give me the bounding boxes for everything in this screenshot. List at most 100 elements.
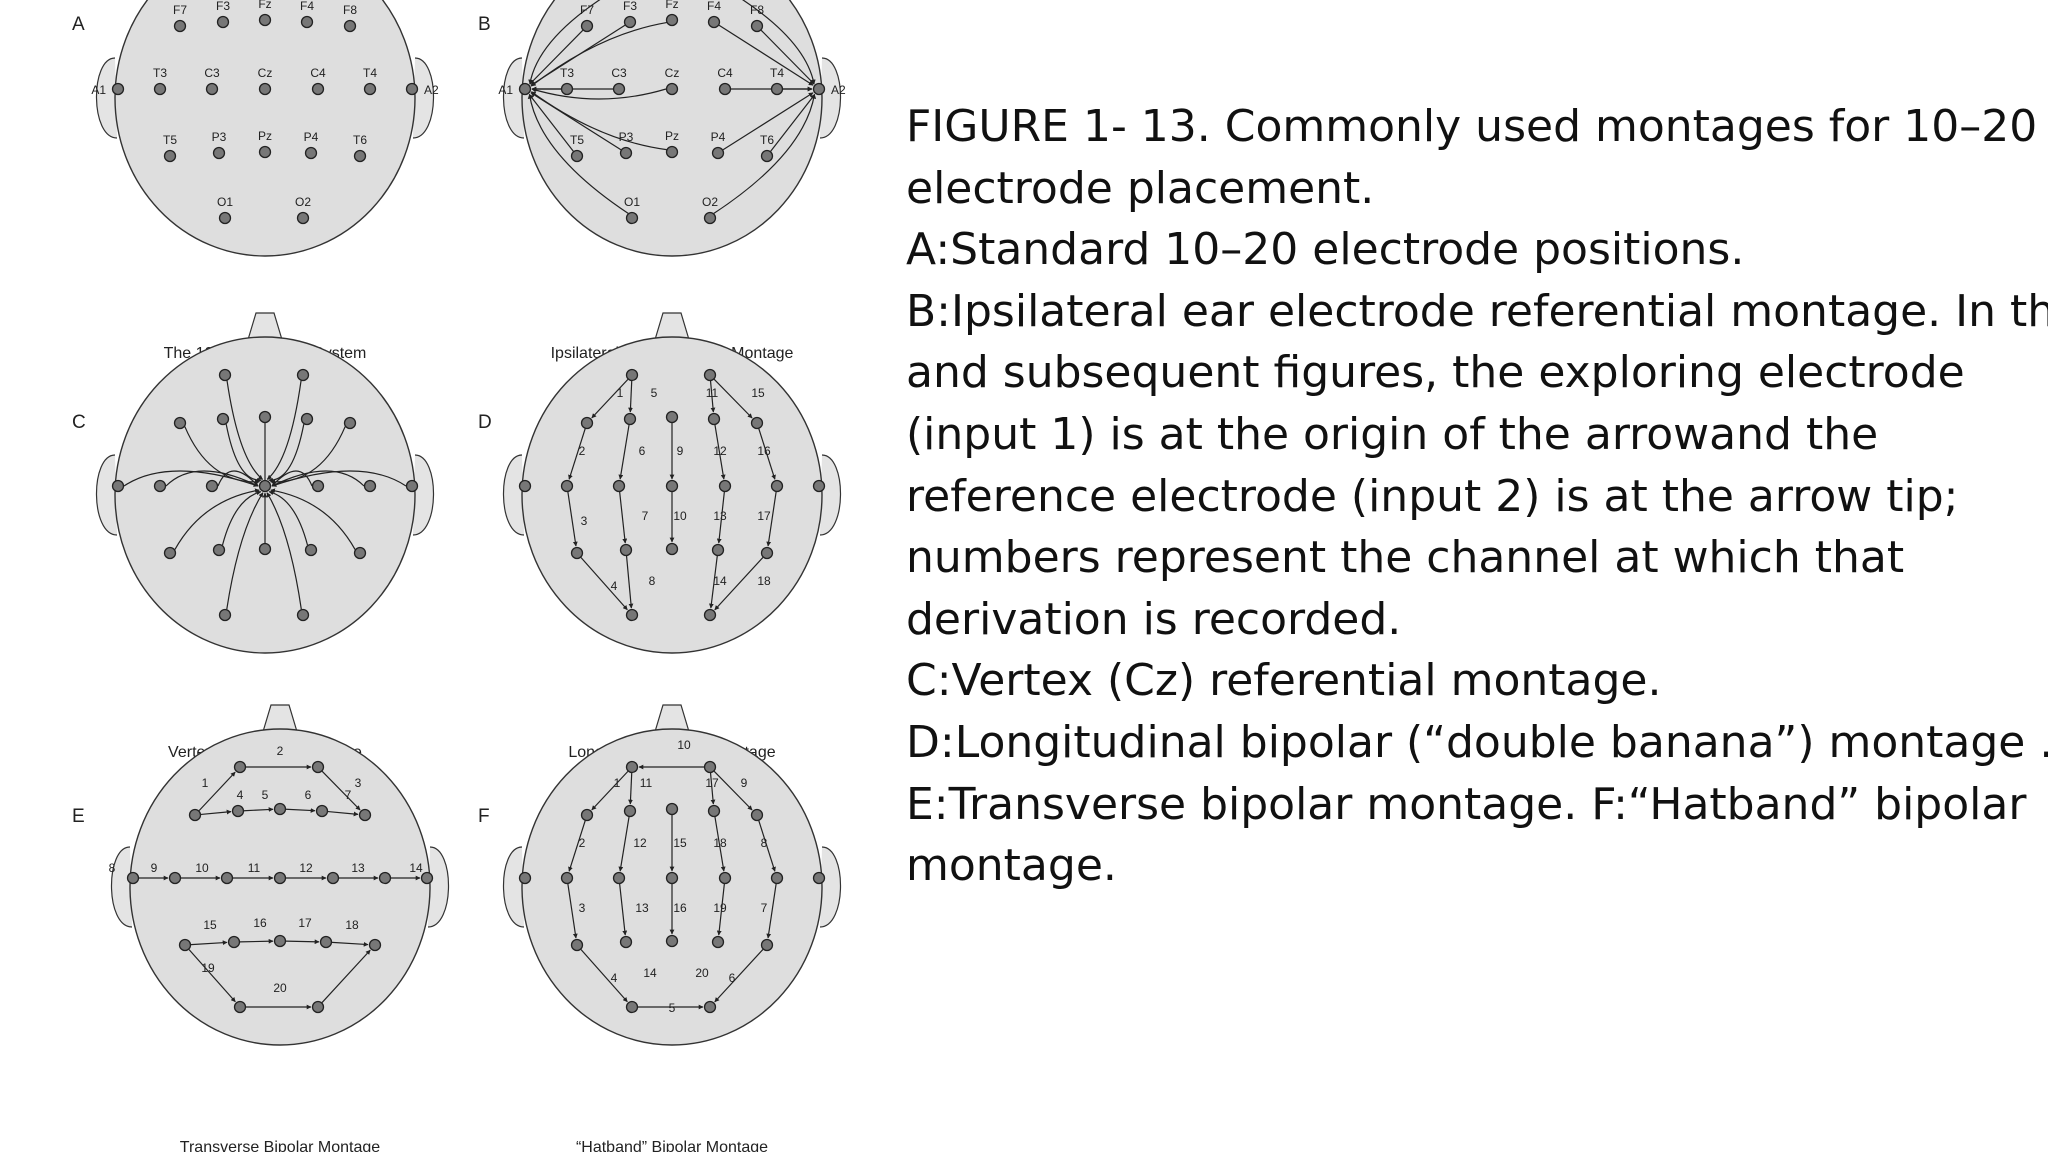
channel-number: 14 — [409, 861, 423, 875]
electrode-o1 — [218, 211, 232, 225]
electrode-f3 — [623, 804, 637, 818]
figure-caption: FIGURE 1- 13. Commonly used montages for… — [906, 96, 2048, 897]
electrode-label: F8 — [343, 3, 357, 17]
caption-line: (input 1) is at the origin of the arrowa… — [906, 408, 1879, 460]
electrode-label: Cz — [665, 66, 680, 80]
electrode-label: C3 — [204, 66, 220, 80]
electrode-a1 — [518, 871, 532, 885]
right-ear — [412, 454, 435, 536]
channel-number: 7 — [761, 901, 768, 915]
electrode-o1 — [625, 608, 639, 622]
electrode-p4 — [304, 543, 318, 557]
caption-line: D:Longitudinal bipolar (“double banana”)… — [906, 716, 2048, 768]
channel-number: 18 — [757, 574, 771, 588]
electrode-c3 — [612, 871, 626, 885]
head-outline — [129, 728, 431, 1046]
electrode-fz — [665, 410, 679, 424]
derivation-arrow — [625, 555, 634, 609]
derivation-arrow — [628, 380, 633, 413]
electrode-t4 — [363, 479, 377, 493]
electrode-a1 — [518, 479, 532, 493]
electrode-label: T5 — [570, 133, 584, 147]
derivation-arrow — [713, 770, 753, 811]
electrode-fz — [258, 13, 272, 27]
electrode-a2 — [420, 871, 434, 885]
electrode-t5 — [570, 149, 584, 163]
electrode-t5 — [570, 938, 584, 952]
electrode-pz — [665, 145, 679, 159]
derivation-arrow — [528, 0, 601, 85]
derivation-arrow — [217, 470, 259, 487]
caption-line: E:Transverse bipolar montage. F:“Hatband… — [906, 778, 2027, 830]
electrode-label: T4 — [770, 66, 784, 80]
panel-title: “Hatband” Bipolar Montage — [576, 1139, 768, 1152]
electrode-f4 — [707, 412, 721, 426]
derivation-arrow — [766, 883, 777, 939]
electrode-label: O2 — [295, 195, 311, 209]
electrode-fz — [665, 13, 679, 27]
left-ear — [502, 454, 525, 536]
electrode-t3 — [560, 871, 574, 885]
channel-number: 16 — [757, 444, 771, 458]
electrode-o2 — [311, 1000, 325, 1014]
channel-number: 5 — [669, 1001, 676, 1015]
electrode-f3 — [623, 15, 637, 29]
channel-number: 8 — [109, 861, 116, 875]
left-ear — [110, 846, 133, 928]
derivation-arrow — [709, 555, 718, 609]
derivation-arrow — [190, 940, 228, 946]
electrode-label: T5 — [163, 133, 177, 147]
electrode-f4 — [315, 804, 329, 818]
electrode-cz — [665, 82, 679, 96]
derivation-arrow — [239, 938, 274, 944]
electrode-f4 — [707, 804, 721, 818]
derivation-arrow — [529, 29, 584, 85]
electrode-label: F7 — [580, 3, 594, 17]
channel-number: 3 — [581, 514, 588, 528]
right-ear — [412, 57, 435, 139]
derivation-arrow — [285, 939, 320, 945]
channel-number: 14 — [643, 966, 657, 980]
electrode-label: P3 — [619, 130, 634, 144]
electrode-t4 — [378, 871, 392, 885]
derivation-arrow — [714, 816, 726, 872]
derivation-arrow — [568, 820, 586, 872]
derivation-arrow — [591, 378, 629, 419]
electrode-label: F8 — [750, 3, 764, 17]
derivation-arrow — [758, 428, 776, 480]
derivation-arrow — [709, 380, 716, 413]
electrode-cz — [665, 479, 679, 493]
electrode-a1 — [111, 479, 125, 493]
derivation-arrow — [716, 491, 725, 544]
channel-number: 10 — [677, 738, 691, 752]
derivation-arrow — [567, 883, 578, 939]
electrode-fz — [273, 802, 287, 816]
left-ear — [502, 57, 525, 139]
electrode-p3 — [619, 935, 633, 949]
electrode-c3 — [205, 479, 219, 493]
channel-number: 6 — [639, 444, 646, 458]
electrode-fp2 — [703, 368, 717, 382]
derivation-arrow — [714, 949, 764, 1003]
derivation-arrow — [527, 93, 629, 214]
electrode-t5 — [163, 149, 177, 163]
derivation-arrow — [165, 470, 259, 487]
derivation-arrow — [713, 93, 817, 214]
electrode-t6 — [760, 149, 774, 163]
electrode-t6 — [368, 938, 382, 952]
channel-number: 6 — [305, 788, 312, 802]
electrode-pz — [258, 542, 272, 556]
electrode-label: P4 — [304, 130, 319, 144]
caption-line: FIGURE 1- 13. Commonly used montages for… — [906, 101, 2038, 152]
electrode-cz — [258, 479, 272, 493]
right-ear — [819, 846, 842, 928]
electrode-a2 — [812, 479, 826, 493]
channel-number: 17 — [705, 776, 719, 790]
derivation-arrow — [591, 770, 629, 811]
channel-number: 20 — [273, 981, 287, 995]
electrode-pz — [258, 145, 272, 159]
channel-number: 8 — [761, 836, 768, 850]
electrode-f8 — [750, 19, 764, 33]
electrode-c4 — [718, 82, 732, 96]
